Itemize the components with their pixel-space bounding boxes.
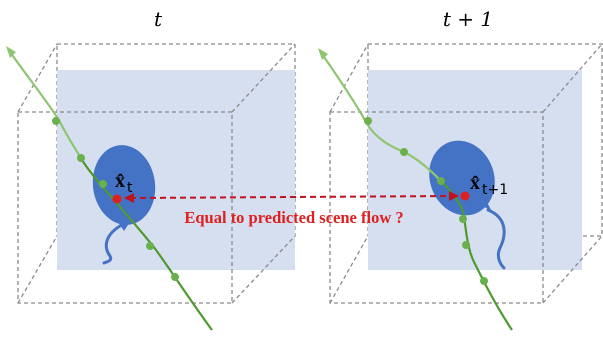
flow-arrow-line (129, 195, 453, 199)
point-right (460, 191, 470, 201)
point-left (112, 194, 122, 204)
flow-comparison-arrow (124, 191, 459, 203)
trajectory-right-arrowhead (318, 48, 328, 60)
time-label-left: t (154, 7, 163, 31)
time-label-right: t + 1 (443, 7, 493, 31)
flow-arrow-head-left (124, 193, 134, 203)
cube-right-edge-bl (329, 235, 369, 304)
cube-right-edge-tr (542, 43, 603, 113)
trajectory-left-arrowhead (6, 46, 16, 58)
trajectory-right-point (462, 241, 470, 249)
cube-left-edge-br (231, 235, 296, 304)
trajectory-right-point (364, 117, 372, 125)
point-label-left-main: x̂ (115, 170, 125, 192)
balloon-left-string (102, 224, 122, 265)
question-text: Equal to predicted scene flow ? (184, 208, 403, 227)
trajectory-left-point (99, 180, 107, 188)
cube-right-edge-tl (329, 43, 369, 113)
cube-left-edge-tl (17, 43, 58, 113)
trajectory-left-point (171, 273, 179, 281)
balloon-right-string (486, 208, 506, 270)
cube-left-edge-bl (17, 235, 58, 304)
trajectory-left-point (77, 154, 85, 162)
trajectory-left-light (9, 51, 83, 161)
balloon-left-knot (118, 222, 130, 231)
cube-right-edge-br (542, 235, 603, 304)
point-label-right: x̂t+1 (470, 172, 508, 198)
balloon-left (92, 145, 156, 225)
trajectory-right-point (459, 215, 467, 223)
point-label-left-sub: t (127, 180, 133, 196)
cube-right-front-face (329, 111, 544, 304)
point-label-left: x̂t (115, 170, 133, 196)
trajectory-right-point (400, 148, 408, 156)
trajectory-right-point (437, 177, 445, 185)
point-label-right-main: x̂ (470, 172, 480, 194)
trajectory-left-point (52, 117, 60, 125)
trajectory-right-point (480, 277, 488, 285)
point-label-right-sub: t+1 (482, 182, 508, 198)
cube-right: x̂t+1 (318, 43, 603, 331)
trajectory-right-light (321, 53, 441, 181)
cube-left-panel (57, 70, 295, 270)
flow-arrow-head-right (449, 191, 459, 201)
cube-left-front-face (17, 111, 233, 304)
trajectory-left-point (146, 242, 154, 250)
cube-left: x̂t (6, 43, 296, 331)
cube-left-edge-tr (231, 43, 296, 113)
